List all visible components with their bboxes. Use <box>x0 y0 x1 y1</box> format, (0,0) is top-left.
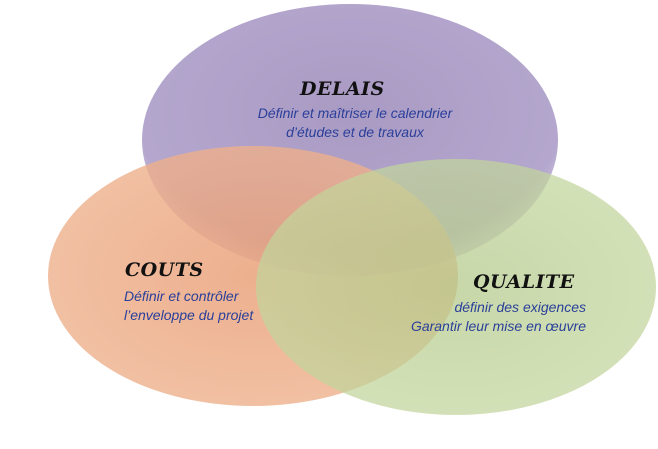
qualite-line-2: Garantir leur mise en œuvre <box>410 318 586 334</box>
couts-line-1: Définir et contrôler <box>124 288 239 304</box>
delais-line-1: Définir et maîtriser le calendrier <box>257 105 453 121</box>
couts-description: Définir et contrôler l’enveloppe du proj… <box>124 287 253 325</box>
delais-line-2: d’études et de travaux <box>286 124 424 140</box>
qualite-circle <box>256 159 656 415</box>
qualite-description: définir des exigences Garantir leur mise… <box>330 298 586 336</box>
couts-line-2: l’enveloppe du projet <box>124 307 254 323</box>
qualite-title: QUALITE <box>473 271 575 293</box>
qualite-line-1: définir des exigences <box>454 299 586 315</box>
delais-description: Définir et maîtriser le calendrier d’étu… <box>215 104 495 142</box>
couts-title: COUTS <box>125 259 204 281</box>
delais-title: DELAIS <box>300 78 385 100</box>
